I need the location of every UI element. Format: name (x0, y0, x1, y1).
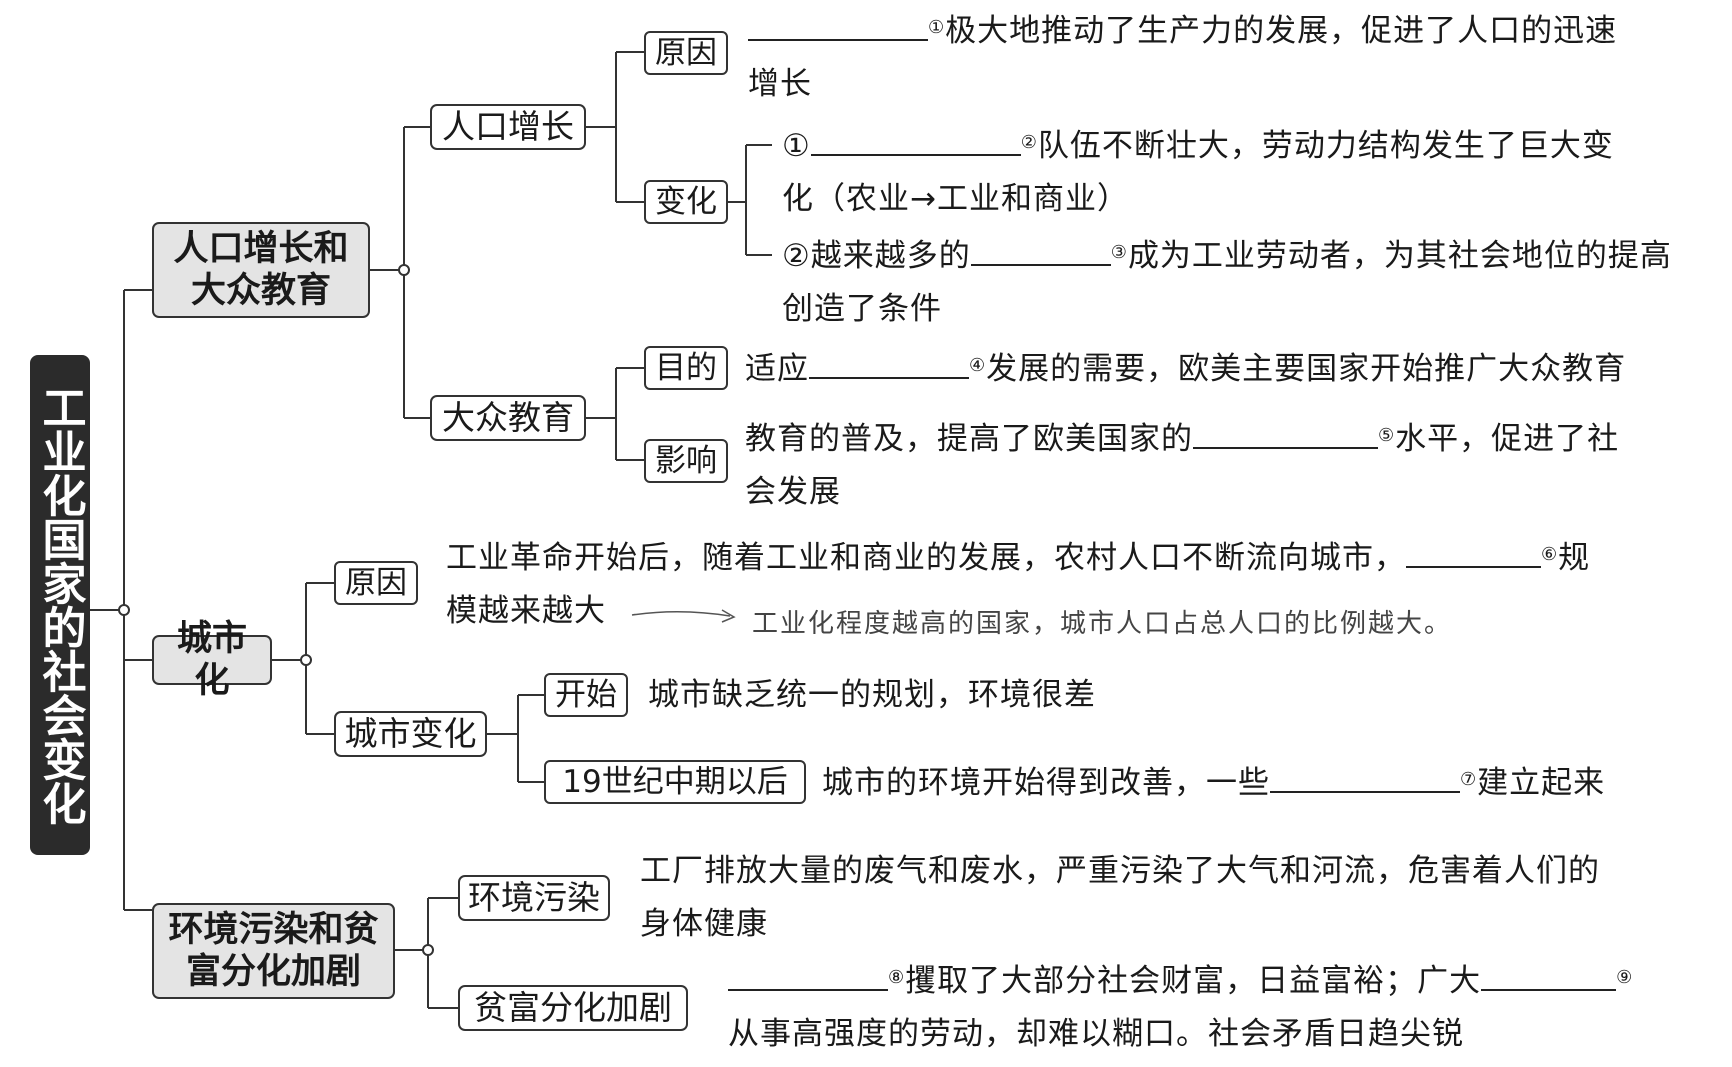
urban-start-text: 城市缺乏统一的规划，环境很差 (648, 677, 1096, 713)
mark-7: ⑦ (1460, 769, 1478, 790)
purpose-text: 发展的需要，欧美主要国家开始推广大众教育 (986, 351, 1627, 387)
node-environment-pollution: 环境污染 (458, 875, 610, 921)
mark-8: ⑧ (888, 967, 906, 988)
root-title: 工业化国家的社会变化 (30, 355, 90, 855)
node-urban-change-label: 城市变化 (344, 714, 477, 753)
mark-3: ③ (1110, 242, 1128, 263)
urban-cause-tail: 规 (1558, 540, 1591, 576)
node-growth-change: 变化 (644, 180, 728, 224)
wealth-line1: 攫取了大部分社会财富，日益富裕；广大 (905, 963, 1482, 999)
mark-1: ① (928, 17, 946, 38)
urban-cause-line2: 模越来越大 (446, 593, 606, 629)
node-education-impact-label: 影响 (655, 443, 717, 479)
node-education-purpose: 目的 (644, 346, 728, 390)
blank-7 (1270, 761, 1460, 793)
branch-urbanization: 城市化 (152, 619, 272, 701)
blank-2 (810, 124, 1021, 156)
urban-later-text: 城市的环境开始得到改善，一些 ⑦建立起来 (822, 757, 1722, 810)
handwritten-note: 工业化程度越高的国家，城市人口占总人口的比例越大。 (752, 609, 1453, 639)
change-item1-line1: 队伍不断壮大，劳动力结构发生了巨大变 (1037, 128, 1614, 164)
node-wealth-gap-label: 贫富分化加剧 (474, 988, 672, 1027)
change-item1-num: ① (782, 128, 811, 164)
mark-4: ④ (969, 355, 987, 376)
node-urban-cause-label: 原因 (345, 565, 407, 601)
node-wealth-gap: 贫富分化加剧 (458, 985, 688, 1031)
impact-line2: 会发展 (745, 474, 841, 510)
blank-3 (970, 234, 1111, 266)
mark-2: ② (1020, 132, 1038, 153)
node-urban-later-label: 19世纪中期以后 (562, 764, 788, 800)
education-impact-text: 教育的普及，提高了欧美国家的 ⑤水平，促进了社 会发展 (745, 413, 1720, 519)
node-urban-start: 开始 (544, 673, 628, 717)
wealth-gap-text: ⑧攫取了大部分社会财富，日益富裕；广大 ⑨ 从事高强度的劳动，却难以糊口。社会矛盾… (728, 955, 1728, 1061)
node-urban-change: 城市变化 (334, 711, 487, 757)
node-population-growth-label: 人口增长 (442, 107, 574, 146)
environment-pollution-text: 工厂排放大量的废气和废水，严重污染了大气和河流，危害着人们的 身体健康 (640, 845, 1725, 951)
node-environment-pollution-label: 环境污染 (468, 878, 600, 917)
education-purpose-text: 适应 ④发展的需要，欧美主要国家开始推广大众教育 (745, 343, 1720, 396)
urban-cause-text: 工业革命开始后，随着工业和商业的发展，农村人口不断流向城市， ⑥规 模越来越大 (446, 532, 1722, 638)
branch-population-education-label: 人口增长和大众教育 (173, 229, 349, 311)
env-line2: 身体健康 (640, 906, 768, 942)
urban-later-pre: 城市的环境开始得到改善，一些 (822, 765, 1270, 801)
env-line1: 工厂排放大量的废气和废水，严重污染了大气和河流，危害着人们的 (640, 853, 1600, 889)
growth-cause-text: ①极大地推动了生产力的发展，促进了人口的迅速 增长 (748, 5, 1708, 111)
node-growth-cause: 原因 (644, 31, 728, 75)
growth-change-item2: ②越来越多的 ③成为工业劳动者，为其社会地位的提高 创造了条件 (782, 230, 1727, 336)
change-item2-line1: 成为工业劳动者，为其社会地位的提高 (1127, 238, 1672, 274)
blank-1 (748, 9, 928, 41)
change-item2-line2: 创造了条件 (782, 291, 942, 327)
growth-cause-line2: 增长 (748, 66, 812, 102)
branch-pollution-wealth-label: 环境污染和贫富分化加剧 (168, 910, 379, 992)
branch-urbanization-label: 城市化 (176, 619, 247, 701)
wealth-line2: 从事高强度的劳动，却难以糊口。社会矛盾日趋尖锐 (728, 1016, 1464, 1052)
urban-later-tail: 建立起来 (1477, 765, 1606, 801)
node-mass-education-label: 大众教育 (442, 398, 574, 437)
impact-pre: 教育的普及，提高了欧美国家的 (745, 421, 1193, 457)
node-population-growth: 人口增长 (430, 104, 586, 150)
node-mass-education: 大众教育 (430, 395, 586, 441)
blank-6 (1406, 536, 1541, 568)
blank-5 (1193, 417, 1378, 449)
mark-9: ⑨ (1616, 967, 1634, 988)
node-education-purpose-label: 目的 (655, 350, 717, 386)
branch-pollution-wealth: 环境污染和贫富分化加剧 (152, 903, 395, 999)
blank-4 (809, 347, 969, 379)
change-item1-line2: 化（农业→工业和商业） (782, 181, 1129, 217)
mark-6: ⑥ (1541, 544, 1559, 565)
branch-population-education: 人口增长和大众教育 (152, 222, 370, 318)
impact-line1: 水平，促进了社 (1395, 421, 1620, 457)
node-urban-cause: 原因 (334, 561, 418, 605)
blank-8 (728, 959, 888, 991)
growth-cause-line1: 极大地推动了生产力的发展，促进了人口的迅速 (945, 13, 1618, 49)
node-urban-start-label: 开始 (555, 677, 617, 713)
urban-cause-line1: 工业革命开始后，随着工业和商业的发展，农村人口不断流向城市， (446, 540, 1406, 576)
node-education-impact: 影响 (644, 439, 728, 483)
blank-9 (1481, 959, 1617, 991)
mark-5: ⑤ (1378, 425, 1396, 446)
node-urban-later: 19世纪中期以后 (544, 760, 806, 804)
node-growth-change-label: 变化 (655, 184, 717, 220)
change-item2-pre: ②越来越多的 (782, 238, 971, 274)
purpose-pre: 适应 (745, 351, 809, 387)
node-growth-cause-label: 原因 (655, 35, 717, 71)
growth-change-item1: ① ②队伍不断壮大，劳动力结构发生了巨大变 化（农业→工业和商业） (782, 120, 1722, 226)
